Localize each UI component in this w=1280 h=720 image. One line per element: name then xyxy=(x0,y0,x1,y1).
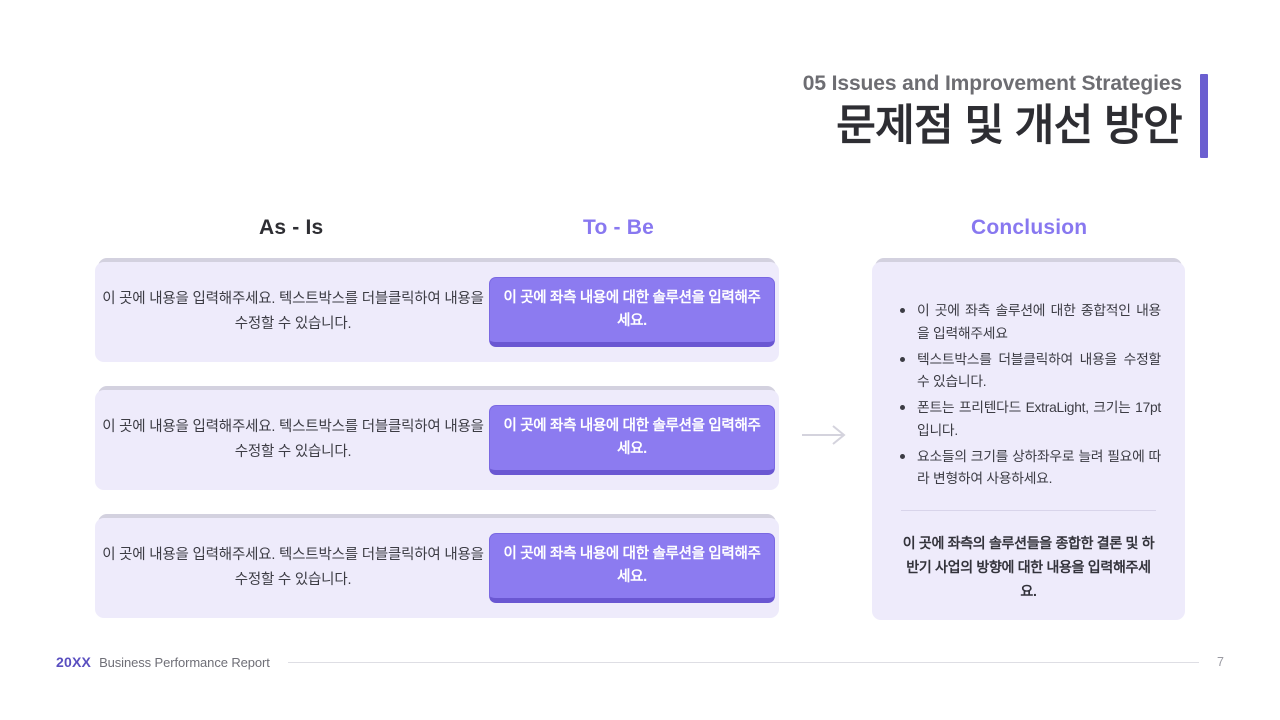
header-accent-bar xyxy=(1200,74,1208,158)
section-eyebrow: 05 Issues and Improvement Strategies xyxy=(802,72,1182,95)
column-title-as-is: As - Is xyxy=(259,216,324,239)
to-be-button[interactable]: 이 곳에 좌측 내용에 대한 솔루션을 입력해주세요. xyxy=(489,533,775,603)
footer: 20XX Business Performance Report 7 xyxy=(56,653,1224,671)
to-be-slot: 이 곳에 좌측 내용에 대한 솔루션을 입력해주세요. xyxy=(485,533,779,603)
conclusion-panel-body: 이 곳에 좌측 솔루션에 대한 종합적인 내용을 입력해주세요 텍스트박스를 더… xyxy=(872,262,1185,620)
to-be-button-label: 이 곳에 좌측 내용에 대한 솔루션을 입력해주세요. xyxy=(503,545,761,585)
list-item: 텍스트박스를 더블클릭하여 내용을 수정할 수 있습니다. xyxy=(896,349,1161,395)
as-is-text: 이 곳에 내용을 입력해주세요. 텍스트박스를 더블클릭하여 내용을 수정할 수… xyxy=(102,419,484,460)
as-is-text: 이 곳에 내용을 입력해주세요. 텍스트박스를 더블클릭하여 내용을 수정할 수… xyxy=(102,291,484,332)
table-row: 이 곳에 내용을 입력해주세요. 텍스트박스를 더블클릭하여 내용을 수정할 수… xyxy=(95,258,779,362)
table-row: 이 곳에 내용을 입력해주세요. 텍스트박스를 더블클릭하여 내용을 수정할 수… xyxy=(95,514,779,618)
list-item: 이 곳에 좌측 솔루션에 대한 종합적인 내용을 입력해주세요 xyxy=(896,300,1161,346)
conclusion-bullet-list: 이 곳에 좌측 솔루션에 대한 종합적인 내용을 입력해주세요 텍스트박스를 더… xyxy=(896,300,1161,491)
row-card-body: 이 곳에 내용을 입력해주세요. 텍스트박스를 더블클릭하여 내용을 수정할 수… xyxy=(95,262,779,362)
page-number: 7 xyxy=(1217,655,1224,669)
footer-divider xyxy=(287,661,1200,663)
panel-divider xyxy=(901,510,1156,511)
footer-year: 20XX xyxy=(56,654,92,670)
to-be-slot: 이 곳에 좌측 내용에 대한 솔루션을 입력해주세요. xyxy=(485,405,779,475)
to-be-button[interactable]: 이 곳에 좌측 내용에 대한 솔루션을 입력해주세요. xyxy=(489,405,775,475)
comparison-rows: 이 곳에 내용을 입력해주세요. 텍스트박스를 더블클릭하여 내용을 수정할 수… xyxy=(95,258,779,618)
to-be-button[interactable]: 이 곳에 좌측 내용에 대한 솔루션을 입력해주세요. xyxy=(489,277,775,347)
to-be-button-label: 이 곳에 좌측 내용에 대한 솔루션을 입력해주세요. xyxy=(503,417,761,457)
as-is-text: 이 곳에 내용을 입력해주세요. 텍스트박스를 더블클릭하여 내용을 수정할 수… xyxy=(102,547,484,588)
to-be-button-label: 이 곳에 좌측 내용에 대한 솔루션을 입력해주세요. xyxy=(503,289,761,329)
arrow-right-icon xyxy=(802,424,848,446)
conclusion-panel: 이 곳에 좌측 솔루션에 대한 종합적인 내용을 입력해주세요 텍스트박스를 더… xyxy=(872,258,1185,620)
conclusion-summary-text: 이 곳에 좌측의 솔루션들을 종합한 결론 및 하반기 사업의 방향에 대한 내… xyxy=(902,535,1155,600)
table-row: 이 곳에 내용을 입력해주세요. 텍스트박스를 더블클릭하여 내용을 수정할 수… xyxy=(95,386,779,490)
row-card-body: 이 곳에 내용을 입력해주세요. 텍스트박스를 더블클릭하여 내용을 수정할 수… xyxy=(95,518,779,618)
to-be-slot: 이 곳에 좌측 내용에 대한 솔루션을 입력해주세요. xyxy=(485,277,779,347)
page-title: 문제점 및 개선 방안 xyxy=(836,102,1182,151)
list-item: 폰트는 프리텐다드 ExtraLight, 크기는 17pt 입니다. xyxy=(896,397,1161,443)
row-card-body: 이 곳에 내용을 입력해주세요. 텍스트박스를 더블클릭하여 내용을 수정할 수… xyxy=(95,390,779,490)
slide-header: 05 Issues and Improvement Strategies 문제점… xyxy=(803,72,1208,158)
column-title-to-be: To - Be xyxy=(583,216,655,239)
footer-label: Business Performance Report xyxy=(99,654,270,670)
column-title-conclusion: Conclusion xyxy=(971,216,1088,239)
header-text-group: 05 Issues and Improvement Strategies 문제점… xyxy=(803,72,1200,153)
list-item: 요소들의 크기를 상하좌우로 늘려 필요에 따라 변형하여 사용하세요. xyxy=(896,446,1161,492)
